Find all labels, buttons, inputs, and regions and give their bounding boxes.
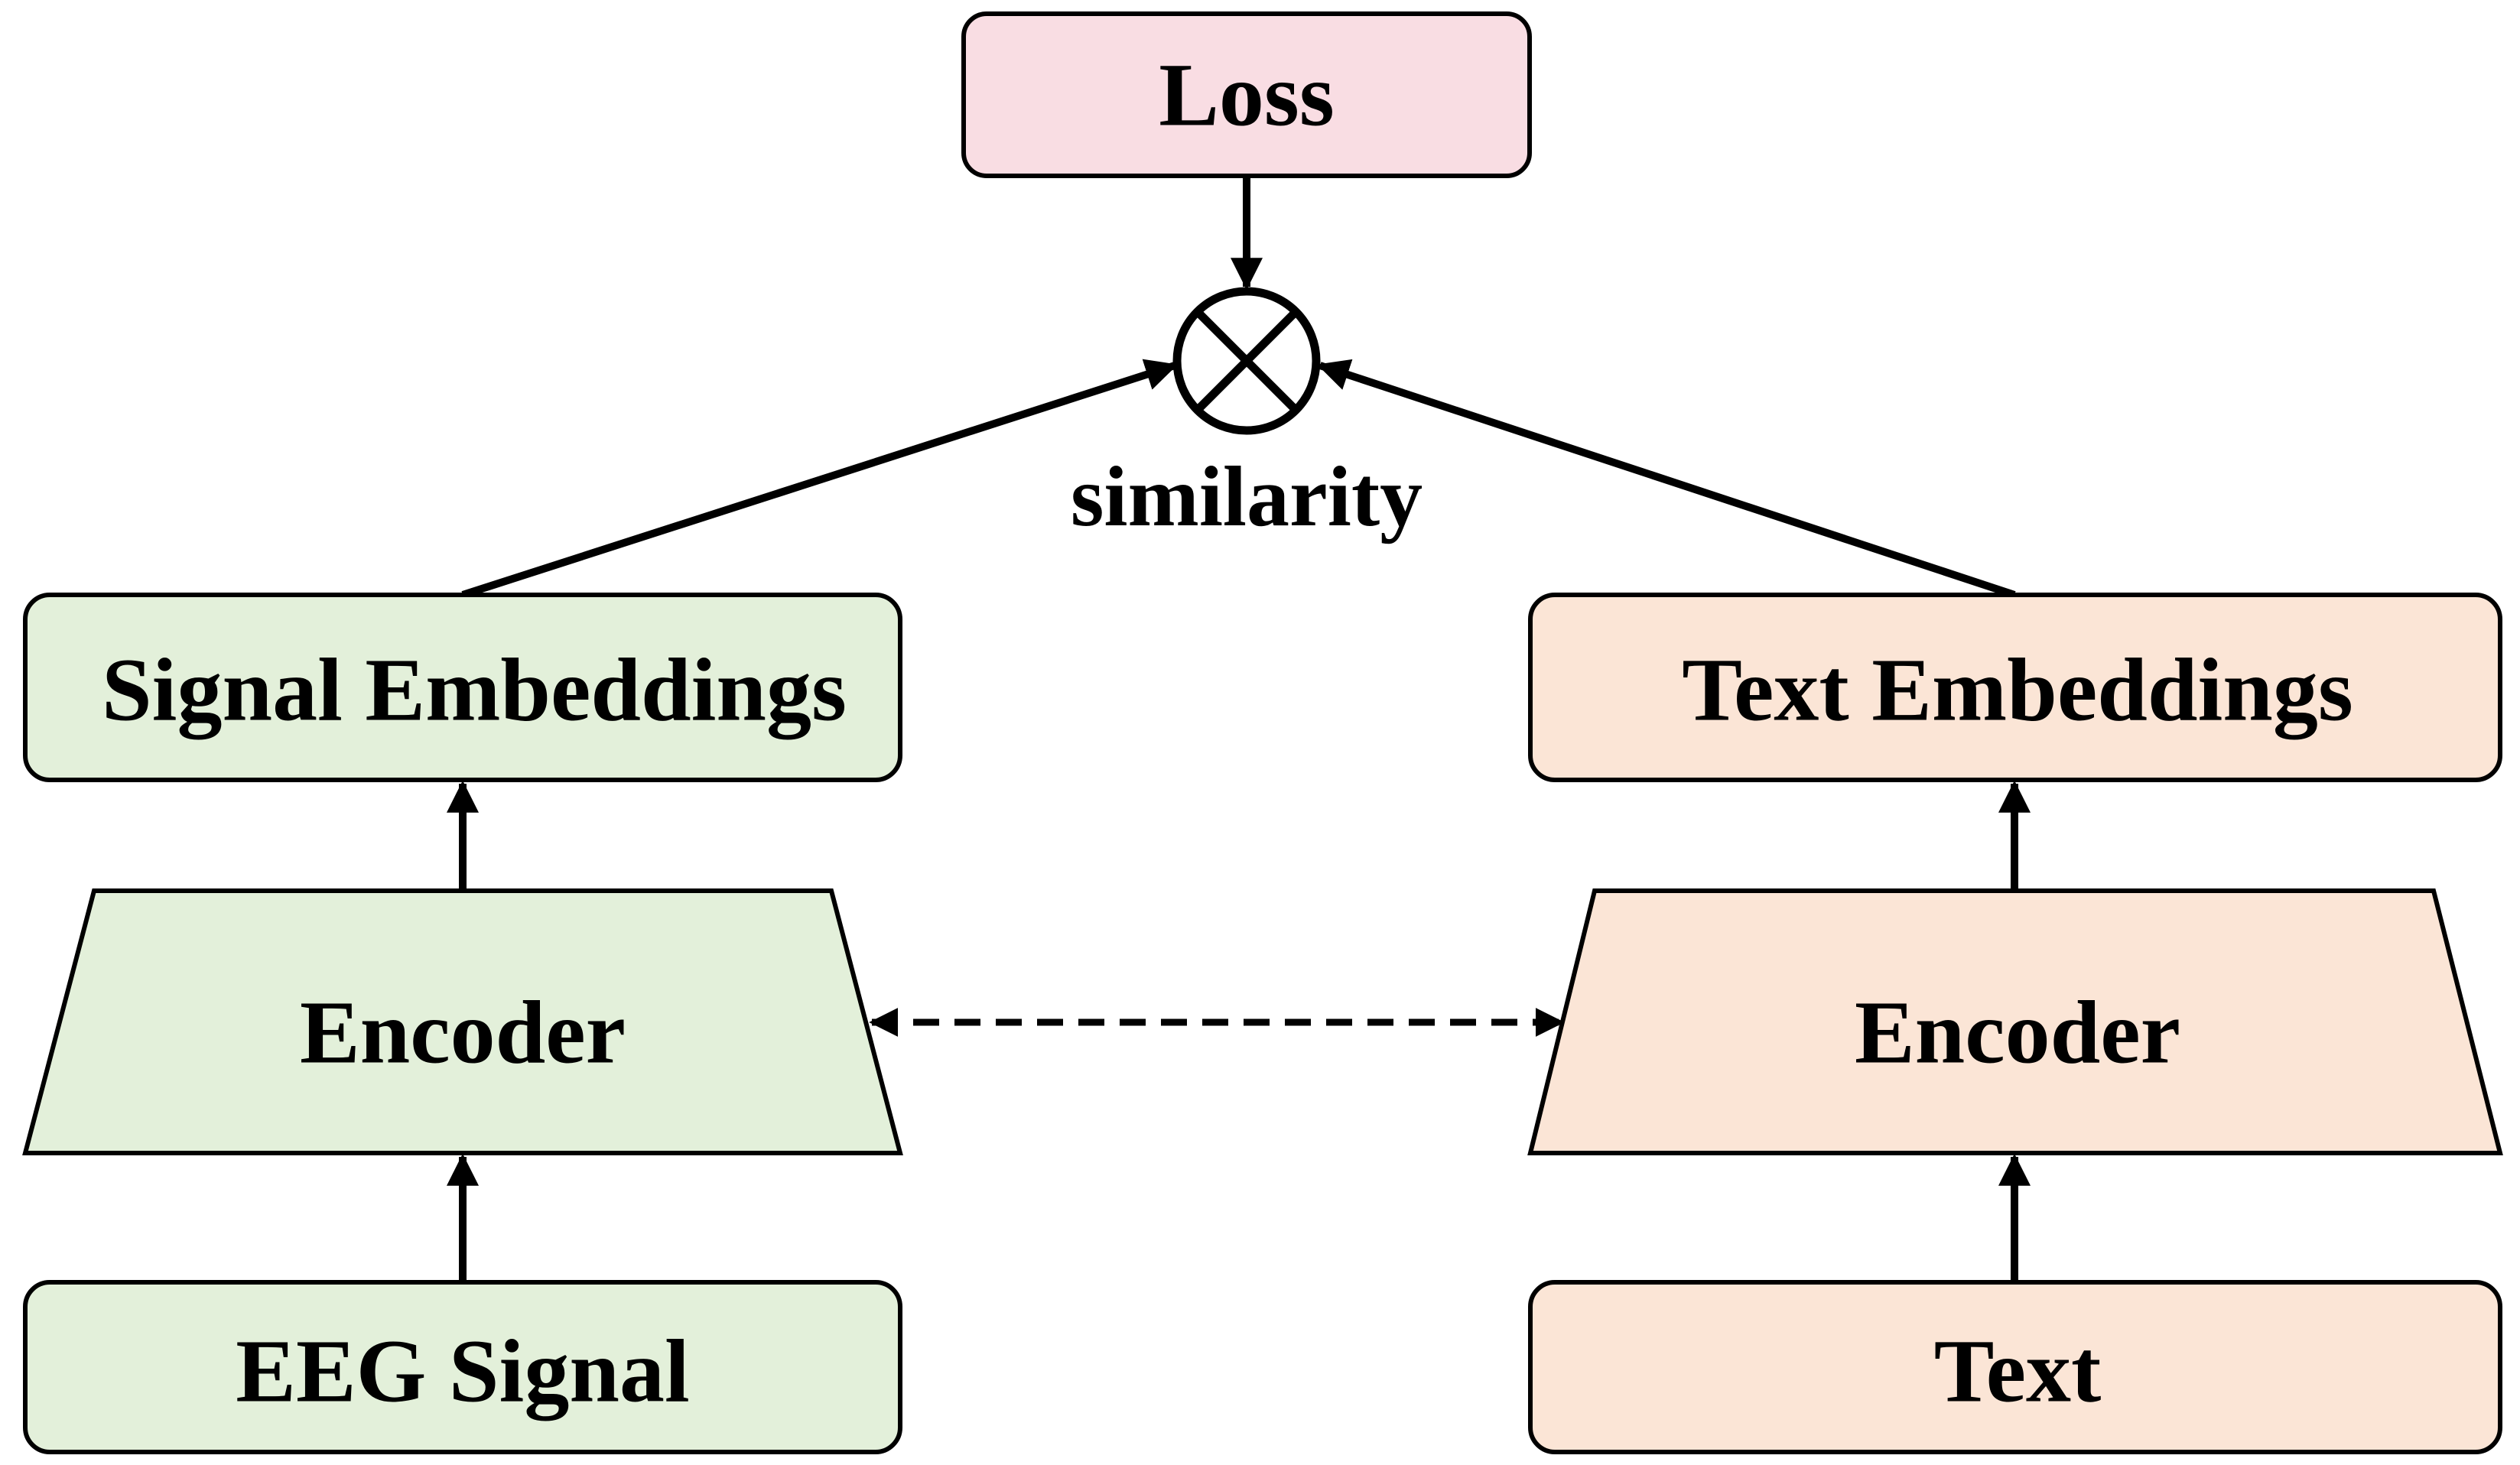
text-input-box: Text <box>1528 1280 2502 1454</box>
loss-box: Loss <box>961 11 1532 178</box>
eeg-signal-label: EEG Signal <box>236 1321 690 1421</box>
left-encoder-label: Encoder <box>300 983 626 1083</box>
loss-label: Loss <box>1159 45 1335 145</box>
left-encoder-block: Encoder <box>22 888 903 1155</box>
similarity-operator-icon <box>1172 287 1321 435</box>
right-encoder-label: Encoder <box>1855 983 2180 1083</box>
text-to-similarity-arrow <box>1317 359 2016 599</box>
similarity-label: similarity <box>1071 450 1423 544</box>
text-input-label: Text <box>1934 1321 2102 1421</box>
signal-embeddings-box: Signal Embeddings <box>23 593 902 782</box>
signal-to-similarity-arrow <box>461 359 1178 599</box>
text-embeddings-box: Text Embeddings <box>1528 593 2502 782</box>
right-encoder-block: Encoder <box>1527 888 2503 1155</box>
signal-embeddings-label: Signal Embeddings <box>102 640 847 740</box>
eeg-signal-box: EEG Signal <box>23 1280 902 1454</box>
text-embeddings-label: Text Embeddings <box>1682 640 2353 740</box>
